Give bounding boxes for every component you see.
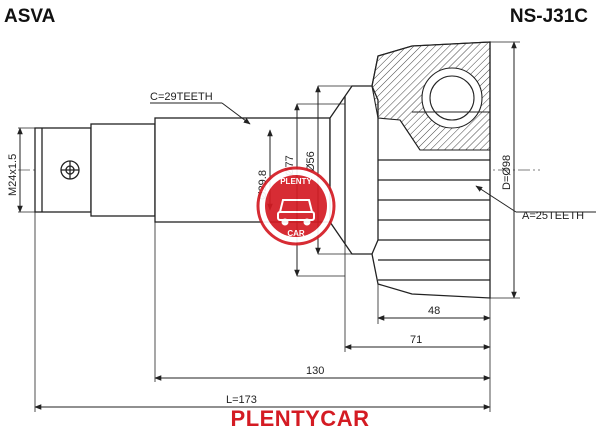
threaded-end	[34, 123, 156, 217]
dim-48: 48	[377, 305, 491, 321]
dim-173-label: L=173	[226, 394, 257, 406]
dim-71-label: 71	[410, 334, 422, 346]
dim-130-label: 130	[306, 365, 324, 377]
car-icon	[277, 199, 315, 226]
plentycar-watermark: PLENTY CAR	[256, 166, 336, 246]
dim-48-label: 48	[428, 305, 440, 317]
abs-ring-label: A=25TEETH	[522, 210, 584, 222]
watermark-top: PLENTY	[280, 177, 312, 186]
part-number: NS-J31C	[509, 6, 588, 27]
dim-130: 130	[154, 365, 491, 381]
watermark-bottom: CAR	[287, 229, 305, 238]
brand-label: ASVA	[4, 6, 56, 27]
footer-brand: PLENTYCAR	[230, 406, 370, 431]
bell-inner-diameter-label: Ø56	[305, 151, 317, 172]
dim-173: L=173	[34, 394, 491, 410]
bell-cutaway	[371, 41, 491, 151]
thread-dimension: M24x1.5	[7, 127, 35, 213]
abs-ring-annotation: A=25TEETH	[475, 185, 596, 222]
thread-label: M24x1.5	[7, 154, 19, 196]
dim-71: 71	[344, 334, 491, 350]
outer-diameter-label: D=Ø98	[501, 155, 513, 190]
spline-label: C=29TEETH	[150, 91, 213, 103]
spline-annotation: C=29TEETH	[150, 91, 251, 125]
outer-diameter: D=Ø98	[490, 41, 520, 299]
